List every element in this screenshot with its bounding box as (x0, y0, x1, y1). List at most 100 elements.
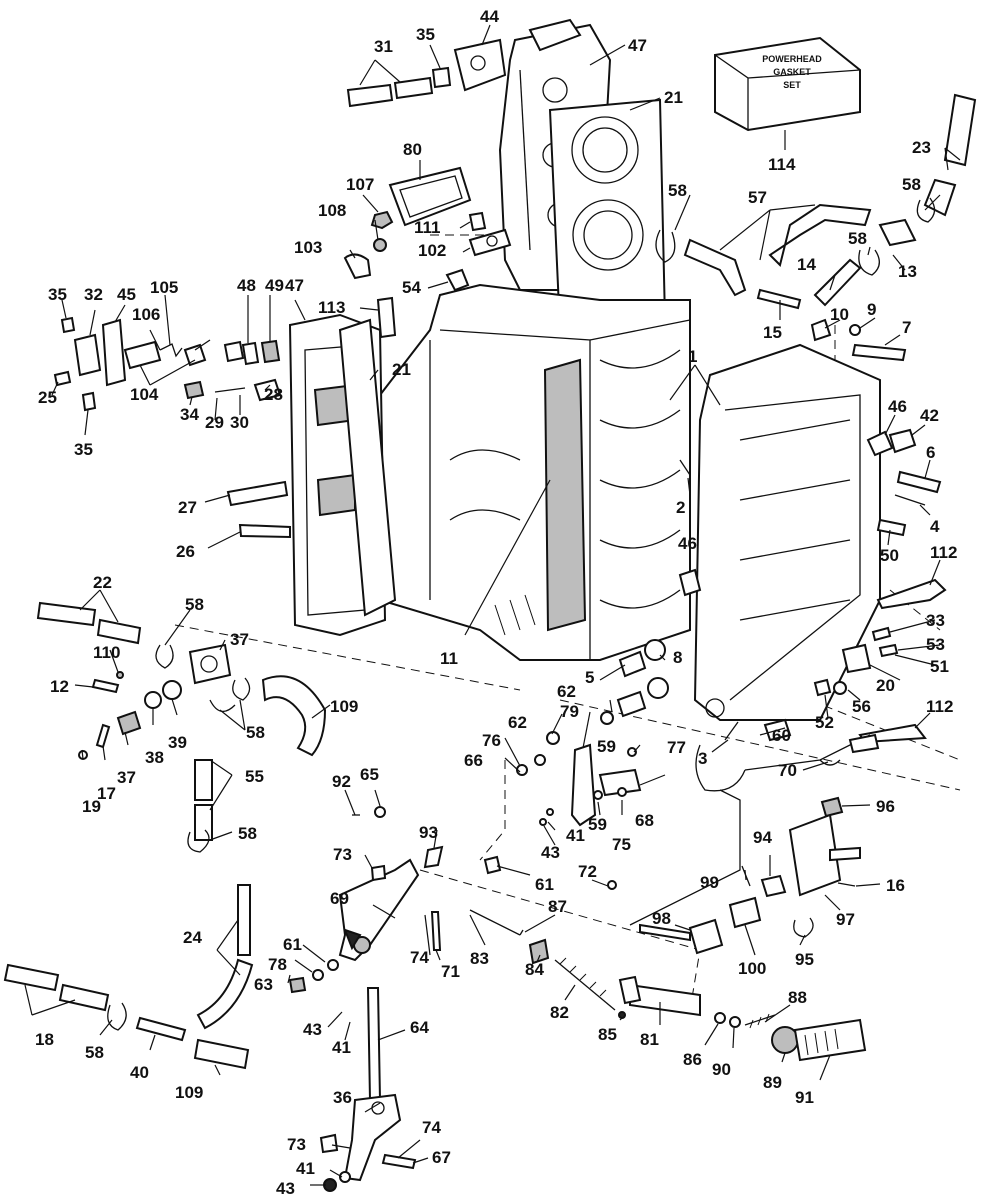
washer-9 (849, 324, 861, 336)
callout-43-mid: 43 (541, 843, 560, 862)
callout-59-upper: 59 (597, 737, 616, 756)
callout-72: 72 (578, 862, 597, 881)
callout-90: 90 (712, 1060, 731, 1079)
fasteners-43-41-bottom (323, 1171, 351, 1192)
callout-58-top-mid: 58 (848, 229, 867, 248)
fitting-46-lower (678, 568, 702, 597)
callout-58-left-upper: 58 (185, 595, 204, 614)
callout-66: 66 (464, 751, 483, 770)
callout-30: 30 (230, 413, 249, 432)
callout-88: 88 (788, 988, 807, 1007)
callout-85: 85 (598, 1025, 617, 1044)
hose-31 (346, 76, 434, 108)
callout-95: 95 (795, 950, 814, 969)
tee-40 (135, 1016, 187, 1042)
fitting-46-upper (866, 430, 894, 457)
spring-106 (159, 343, 183, 358)
callout-82: 82 (550, 1003, 569, 1022)
kit-box-line-1: POWERHEAD (762, 54, 822, 64)
link-arm-36 (343, 1093, 402, 1182)
callout-26: 26 (176, 542, 195, 561)
callout-41-left: 41 (332, 1038, 351, 1057)
callout-28: 28 (264, 385, 283, 404)
callout-58-top-right: 58 (902, 175, 921, 194)
callout-3: 3 (698, 749, 707, 768)
callout-45: 45 (117, 285, 136, 304)
washer-108 (373, 238, 387, 252)
clamp-103 (343, 253, 372, 280)
callout-41-mid: 41 (566, 826, 585, 845)
hose-22 (36, 601, 142, 645)
cylinder-block-1 (379, 283, 691, 661)
callout-23: 23 (912, 138, 931, 157)
fitting-35-top (431, 66, 452, 89)
callout-41-bottom: 41 (296, 1159, 315, 1178)
callout-50: 50 (880, 546, 899, 565)
callout-61-mid: 61 (535, 875, 554, 894)
callout-58-left-lower: 58 (238, 824, 257, 843)
callout-78: 78 (268, 955, 287, 974)
callout-13: 13 (898, 262, 917, 281)
callout-43-left: 43 (303, 1020, 322, 1039)
clamp-94 (760, 874, 787, 898)
bolt-6 (896, 470, 942, 494)
callout-48: 48 (237, 276, 256, 295)
solenoid-98 (639, 918, 724, 955)
callout-104: 104 (130, 385, 159, 404)
fitting-32 (73, 333, 102, 377)
nut-52 (813, 678, 832, 697)
callout-19: 19 (82, 797, 101, 816)
exhaust-gasket-21-top (548, 98, 667, 332)
leader-lines (24, 24, 961, 1186)
callout-56: 56 (852, 697, 871, 716)
callout-35-left-top: 35 (48, 285, 67, 304)
callout-59-lower: 59 (588, 815, 607, 834)
washers-85-86-90 (618, 1011, 741, 1028)
callout-14: 14 (797, 255, 816, 274)
bracket-112-upper (876, 578, 947, 610)
callout-83: 83 (470, 949, 489, 968)
callout-63: 63 (254, 975, 273, 994)
callout-62-lower: 62 (508, 713, 527, 732)
screw-12-110 (91, 671, 124, 694)
caps-48-49 (223, 339, 281, 366)
shaft-91 (793, 1018, 867, 1062)
screw-25 (53, 370, 72, 387)
callout-54: 54 (402, 278, 421, 297)
spring-29-30 (214, 387, 246, 393)
callout-93: 93 (419, 823, 438, 842)
callout-8: 8 (673, 648, 682, 667)
callout-97: 97 (836, 910, 855, 929)
callout-109-upper: 109 (330, 697, 358, 716)
clip-100 (728, 896, 762, 929)
callout-10: 10 (830, 305, 849, 324)
callout-114: 114 (768, 155, 796, 174)
kit-box-line-2: GASKET (773, 67, 811, 77)
callout-6: 6 (926, 443, 935, 462)
hose-24 (196, 884, 254, 1030)
callout-4: 4 (930, 517, 940, 536)
screw-111 (468, 211, 487, 232)
callout-40: 40 (130, 1063, 149, 1082)
callout-numbers: 31 35 44 47 21 114 23 80 107 108 111 103… (35, 7, 957, 1198)
spring-82 (554, 957, 616, 1011)
callout-74-upper: 74 (410, 948, 429, 967)
callout-2: 2 (676, 498, 685, 517)
callout-20: 20 (876, 676, 895, 695)
callout-32: 32 (84, 285, 103, 304)
bracket-97 (788, 813, 861, 897)
adjuster-84 (528, 938, 550, 965)
callout-27: 27 (178, 498, 197, 517)
callout-113: 113 (318, 298, 345, 317)
gear-89 (771, 1026, 799, 1054)
rod-83-87 (469, 909, 524, 936)
pin-4 (894, 494, 926, 506)
callout-100: 100 (738, 959, 766, 978)
callout-25: 25 (38, 388, 57, 407)
fitting-20 (841, 643, 872, 674)
callout-47: 47 (628, 36, 647, 55)
callout-112-lower: 112 (926, 697, 953, 716)
callout-60: 60 (772, 726, 791, 745)
screws-33-53-51 (871, 626, 899, 658)
hose-assembly-57 (683, 203, 917, 310)
